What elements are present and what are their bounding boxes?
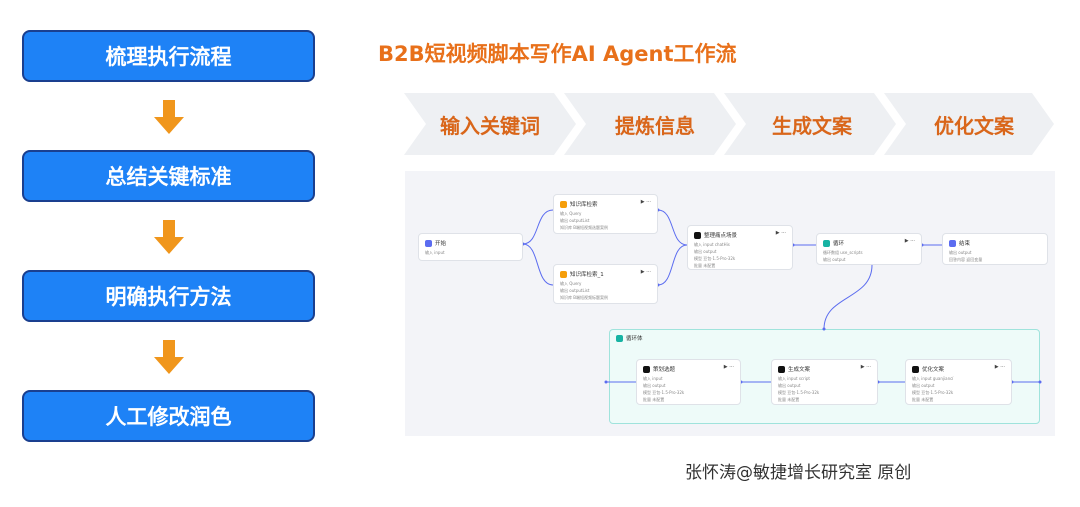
chevron-label: 优化文案: [934, 113, 1014, 138]
down-arrow-icon: [154, 220, 184, 254]
step-box: 人工修改润色: [22, 390, 315, 442]
knowledge-icon: [560, 270, 567, 278]
llm-icon: [912, 365, 919, 373]
run-more-icon[interactable]: ▶ ···: [904, 238, 915, 244]
run-more-icon[interactable]: ▶ ···: [860, 364, 871, 370]
run-more-icon[interactable]: ▶ ···: [994, 364, 1005, 370]
node-start[interactable]: 开始 输入 input: [418, 233, 523, 261]
loop-icon: [823, 239, 830, 247]
loop-body-label: 循环体: [626, 336, 643, 342]
chevron-label: 生成文案: [772, 113, 852, 138]
step-box: 明确执行方法: [22, 270, 315, 322]
run-more-icon[interactable]: ▶ ···: [775, 230, 786, 236]
llm-icon: [694, 231, 701, 239]
chevron-label: 提炼信息: [615, 113, 695, 138]
knowledge-icon: [560, 200, 567, 208]
run-more-icon[interactable]: ▶ ···: [640, 269, 651, 275]
chevron-banner: [404, 93, 1054, 155]
start-icon: [425, 239, 432, 247]
llm-icon: [778, 365, 785, 373]
step-box: 总结关键标准: [22, 150, 315, 202]
step-box: 梳理执行流程: [22, 30, 315, 82]
run-more-icon[interactable]: ▶ ···: [640, 199, 651, 205]
llm-icon: [643, 365, 650, 373]
loop-icon: [616, 334, 623, 342]
chevron-label: 输入关键词: [440, 113, 540, 138]
page-title: B2B短视频脚本写作AI Agent工作流: [378, 42, 737, 66]
down-arrow-icon: [154, 100, 184, 134]
end-icon: [949, 239, 956, 247]
down-arrow-icon: [154, 340, 184, 374]
credit-text: 张怀涛@敏捷增长研究室 原创: [685, 463, 912, 483]
run-more-icon[interactable]: ▶ ···: [723, 364, 734, 370]
